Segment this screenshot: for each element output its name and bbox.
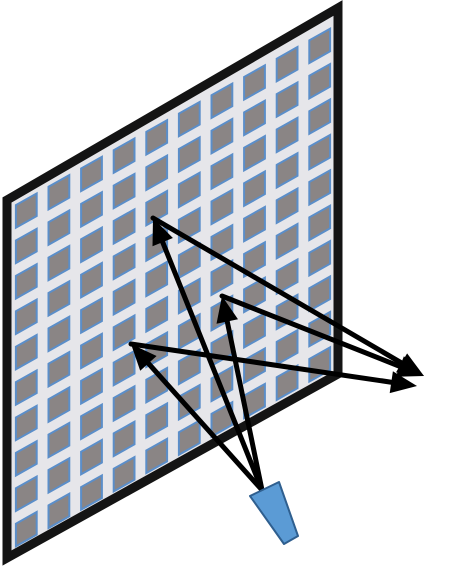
unit-cell	[177, 277, 201, 315]
unit-cell	[80, 261, 103, 300]
unit-cell	[243, 205, 266, 243]
unit-cell	[112, 278, 136, 317]
unit-cell	[243, 134, 266, 173]
unit-cell	[112, 207, 136, 246]
unit-cell	[80, 190, 103, 229]
unit-cell	[80, 367, 103, 406]
unit-cell	[14, 510, 38, 549]
unit-cell	[243, 98, 266, 137]
unit-cell	[80, 402, 103, 441]
unit-cell	[112, 455, 136, 494]
unit-cell	[47, 421, 71, 459]
unit-cell	[308, 133, 332, 171]
reflected-arrow-3-head	[389, 371, 417, 394]
unit-cell	[47, 208, 71, 247]
unit-cell	[80, 332, 103, 370]
incident-arrow-1	[160, 239, 265, 493]
reflected-arrow-2-head	[395, 356, 424, 377]
unit-cell	[177, 418, 201, 457]
unit-cell	[275, 328, 299, 367]
unit-cell	[47, 350, 71, 389]
unit-cell	[80, 473, 103, 512]
unit-cell	[243, 63, 266, 102]
unit-cell	[275, 80, 299, 119]
incident-arrow-3	[145, 360, 265, 493]
unit-cell	[145, 295, 169, 334]
incident-arrow-2-head	[216, 296, 238, 324]
unit-cell	[145, 260, 169, 298]
unit-cell	[47, 279, 71, 318]
unit-cell	[275, 257, 299, 296]
unit-cell	[80, 296, 103, 335]
unit-cell	[14, 439, 38, 478]
unit-cell	[177, 170, 201, 209]
unit-cell	[308, 274, 332, 313]
unit-cell	[210, 152, 234, 191]
unit-cell	[275, 45, 299, 84]
unit-cell	[112, 419, 136, 458]
unit-cell	[14, 368, 38, 407]
unit-cell	[14, 404, 38, 442]
transmitter-horn-icon	[249, 481, 299, 545]
unit-cell	[177, 135, 201, 174]
unit-cell	[80, 225, 103, 264]
unit-cell	[14, 474, 38, 513]
incident-arrow-2	[224, 318, 265, 493]
unit-cell	[14, 297, 38, 336]
unit-cell	[243, 311, 266, 350]
unit-cell	[210, 81, 234, 120]
unit-cell	[177, 241, 201, 280]
unit-cell	[275, 151, 299, 190]
unit-cell	[308, 26, 332, 65]
unit-cell-grid	[14, 26, 332, 549]
unit-cell	[243, 346, 266, 385]
unit-cell	[177, 383, 201, 422]
unit-cell	[308, 203, 332, 242]
unit-cell	[112, 349, 136, 387]
reflected-arrow-1	[150, 215, 405, 366]
unit-cell	[47, 314, 71, 353]
unit-cell	[145, 153, 169, 192]
unit-cell	[275, 222, 299, 261]
unit-cell	[47, 456, 71, 495]
unit-cell	[80, 438, 103, 477]
unit-cell	[275, 116, 299, 154]
unit-cell	[112, 242, 136, 281]
unit-cell	[145, 437, 169, 475]
unit-cell	[308, 62, 332, 101]
unit-cell	[275, 186, 299, 225]
incident-arrow-3-head	[131, 344, 157, 371]
unit-cell	[112, 384, 136, 423]
unit-cell	[14, 191, 38, 230]
unit-cell	[308, 97, 332, 136]
unit-cell	[47, 173, 71, 212]
unit-cell	[210, 117, 234, 156]
unit-cell	[47, 385, 71, 424]
unit-cell	[210, 188, 234, 226]
unit-cell	[112, 136, 136, 175]
reflected-arrow-2	[219, 293, 403, 369]
unit-cell	[112, 313, 136, 352]
unit-cell	[308, 168, 332, 207]
unit-cell	[14, 333, 38, 372]
unit-cell	[308, 239, 332, 278]
unit-cell	[145, 118, 169, 157]
unit-cell	[210, 258, 234, 297]
unit-cell	[14, 227, 38, 265]
unit-cell	[145, 401, 169, 440]
unit-cell	[177, 100, 201, 138]
unit-cell	[47, 491, 71, 530]
unit-cell	[80, 155, 103, 193]
unit-cell	[47, 244, 71, 282]
unit-cell	[14, 262, 38, 301]
unit-cell	[243, 169, 266, 208]
unit-cell	[112, 172, 136, 210]
reflected-arrow-3	[128, 341, 394, 385]
unit-cell	[210, 400, 234, 439]
signal-paths	[128, 215, 424, 493]
incident-arrow-1-head	[152, 218, 173, 247]
